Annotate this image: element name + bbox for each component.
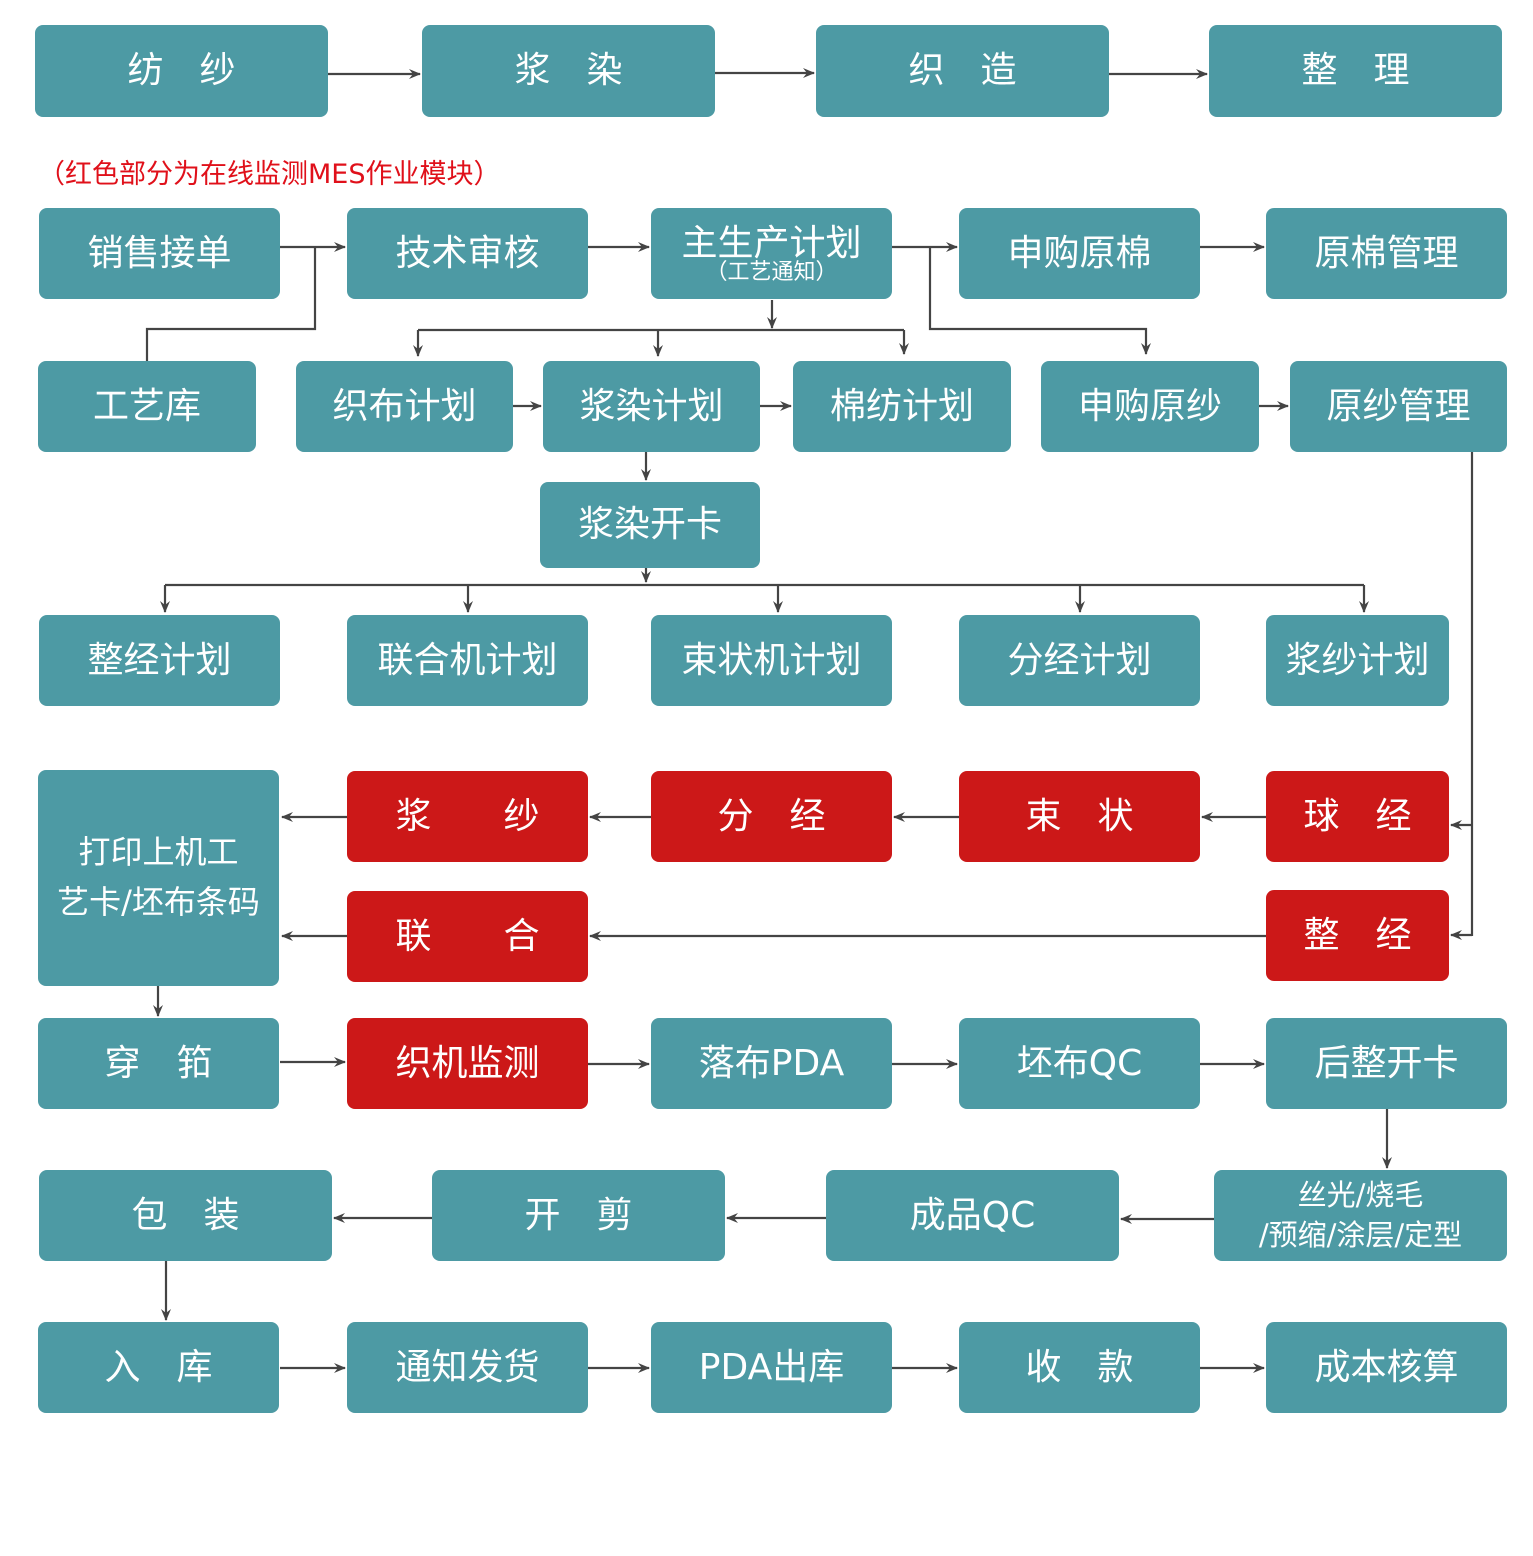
node-shuzhuang: 束 状 bbox=[959, 771, 1200, 862]
connector bbox=[145, 247, 317, 361]
node-jishu: 技术审核 bbox=[347, 208, 588, 299]
node-jiangranjihua: 浆染计划 bbox=[543, 361, 760, 452]
node-label: 落布PDA bbox=[698, 1042, 845, 1084]
node-shengouyuanmian: 申购原棉 bbox=[959, 208, 1200, 299]
node-jiangran: 浆 染 bbox=[422, 25, 715, 117]
node-ruku: 入 库 bbox=[38, 1322, 279, 1413]
node-label: 后整开卡 bbox=[1314, 1042, 1459, 1084]
node-siguang: 丝光/烧毛/预缩/涂层/定型 bbox=[1214, 1170, 1507, 1261]
node-label: 织机监测 bbox=[395, 1042, 540, 1084]
node-shoukuan: 收 款 bbox=[959, 1322, 1200, 1413]
node-gongyiku: 工艺库 bbox=[38, 361, 256, 452]
arrow bbox=[928, 247, 1151, 355]
node-label: 束状机计划 bbox=[681, 639, 862, 681]
node-label: 丝光/烧毛 bbox=[1297, 1178, 1424, 1213]
node-label: 分 经 bbox=[717, 795, 826, 837]
node-label: 主生产计划 bbox=[681, 222, 862, 264]
node-label: 工艺库 bbox=[92, 385, 201, 427]
node-label: 棉纺计划 bbox=[829, 385, 974, 427]
node-lianhejijihua: 联合机计划 bbox=[347, 615, 588, 706]
node-label: 技术审核 bbox=[395, 232, 540, 274]
node-fangsha: 纺 纱 bbox=[35, 25, 328, 117]
node-label: 打印上机工 bbox=[78, 833, 239, 872]
node-label: 浆 纱 bbox=[395, 795, 540, 837]
node-zhushengchan: 主生产计划（工艺通知） bbox=[651, 208, 892, 299]
node-fenjing: 分 经 bbox=[651, 771, 892, 862]
node-kaijian: 开 剪 bbox=[432, 1170, 725, 1261]
node-label: 穿 筘 bbox=[104, 1042, 213, 1084]
node-mianfangjihua: 棉纺计划 bbox=[793, 361, 1011, 452]
legend-note: （红色部分为在线监测MES作业模块） bbox=[38, 159, 501, 190]
node-houzhengkaika: 后整开卡 bbox=[1266, 1018, 1507, 1109]
node-label: 织 造 bbox=[908, 50, 1017, 92]
node-label: 整 理 bbox=[1301, 50, 1410, 92]
node-label: 销售接单 bbox=[87, 232, 232, 274]
node-zhizao: 织 造 bbox=[816, 25, 1109, 117]
node-label: 原棉管理 bbox=[1314, 232, 1459, 274]
node-label: 原纱管理 bbox=[1326, 385, 1471, 427]
node-label-line2: 艺卡/坯布条码 bbox=[57, 883, 260, 921]
node-shengouyuansha: 申购原纱 bbox=[1041, 361, 1259, 452]
node-yuansha: 原纱管理 bbox=[1290, 361, 1507, 452]
node-label: 通知发货 bbox=[395, 1346, 540, 1388]
node-label-line2: /预缩/涂层/定型 bbox=[1258, 1217, 1463, 1252]
node-label: 浆 染 bbox=[514, 50, 623, 92]
node-label: 入 库 bbox=[104, 1346, 213, 1388]
node-label: 分经计划 bbox=[1007, 639, 1152, 681]
node-label: PDA出库 bbox=[698, 1346, 845, 1388]
node-yuanmian: 原棉管理 bbox=[1266, 208, 1507, 299]
node-lianhe: 联 合 bbox=[347, 891, 588, 982]
node-jiangrankaika: 浆染开卡 bbox=[540, 482, 760, 568]
node-label: 申购原棉 bbox=[1007, 232, 1152, 274]
node-label: 浆纱计划 bbox=[1285, 639, 1430, 681]
node-shuzhuangjijihua: 束状机计划 bbox=[651, 615, 892, 706]
node-tongzhifahuo: 通知发货 bbox=[347, 1322, 588, 1413]
node-label: 织布计划 bbox=[332, 385, 477, 427]
node-zhengjingjihua: 整经计划 bbox=[39, 615, 280, 706]
node-chengpinqc: 成品QC bbox=[826, 1170, 1119, 1261]
node-label: 整经计划 bbox=[87, 639, 232, 681]
node-label: 联 合 bbox=[395, 915, 540, 957]
node-sublabel: （工艺通知） bbox=[705, 260, 838, 286]
node-label: 浆染开卡 bbox=[577, 504, 722, 546]
node-jiangshajihua: 浆纱计划 bbox=[1266, 615, 1449, 706]
node-baozhuang: 包 装 bbox=[39, 1170, 332, 1261]
node-label: 收 款 bbox=[1025, 1346, 1134, 1388]
node-chengben: 成本核算 bbox=[1266, 1322, 1507, 1413]
node-jiangsha: 浆 纱 bbox=[347, 771, 588, 862]
node-label: 成品QC bbox=[909, 1194, 1036, 1236]
node-pibuqc: 坯布QC bbox=[959, 1018, 1200, 1109]
node-qiujing: 球 经 bbox=[1266, 771, 1449, 862]
node-fenjingjihua: 分经计划 bbox=[959, 615, 1200, 706]
node-xiaoshou: 销售接单 bbox=[39, 208, 280, 299]
node-label: 申购原纱 bbox=[1077, 385, 1222, 427]
node-chuankou: 穿 筘 bbox=[38, 1018, 279, 1109]
node-zhibujihua: 织布计划 bbox=[296, 361, 513, 452]
node-label: 束 状 bbox=[1025, 795, 1134, 837]
node-label: 联合机计划 bbox=[377, 639, 558, 681]
node-label: 整 经 bbox=[1303, 914, 1412, 956]
node-zhengjing: 整 经 bbox=[1266, 890, 1449, 981]
node-zhijijiance: 织机监测 bbox=[347, 1018, 588, 1109]
node-label: 纺 纱 bbox=[127, 50, 236, 92]
node-label: 坯布QC bbox=[1016, 1042, 1143, 1084]
node-pdachuku: PDA出库 bbox=[651, 1322, 892, 1413]
node-dayin: 打印上机工艺卡/坯布条码 bbox=[38, 770, 279, 986]
node-label: 浆染计划 bbox=[579, 385, 724, 427]
node-label: 成本核算 bbox=[1314, 1346, 1459, 1388]
node-luobupda: 落布PDA bbox=[651, 1018, 892, 1109]
node-label: 开 剪 bbox=[524, 1194, 633, 1236]
node-label: 包 装 bbox=[131, 1194, 240, 1236]
node-label: 球 经 bbox=[1303, 795, 1412, 837]
node-zhengli: 整 理 bbox=[1209, 25, 1502, 117]
